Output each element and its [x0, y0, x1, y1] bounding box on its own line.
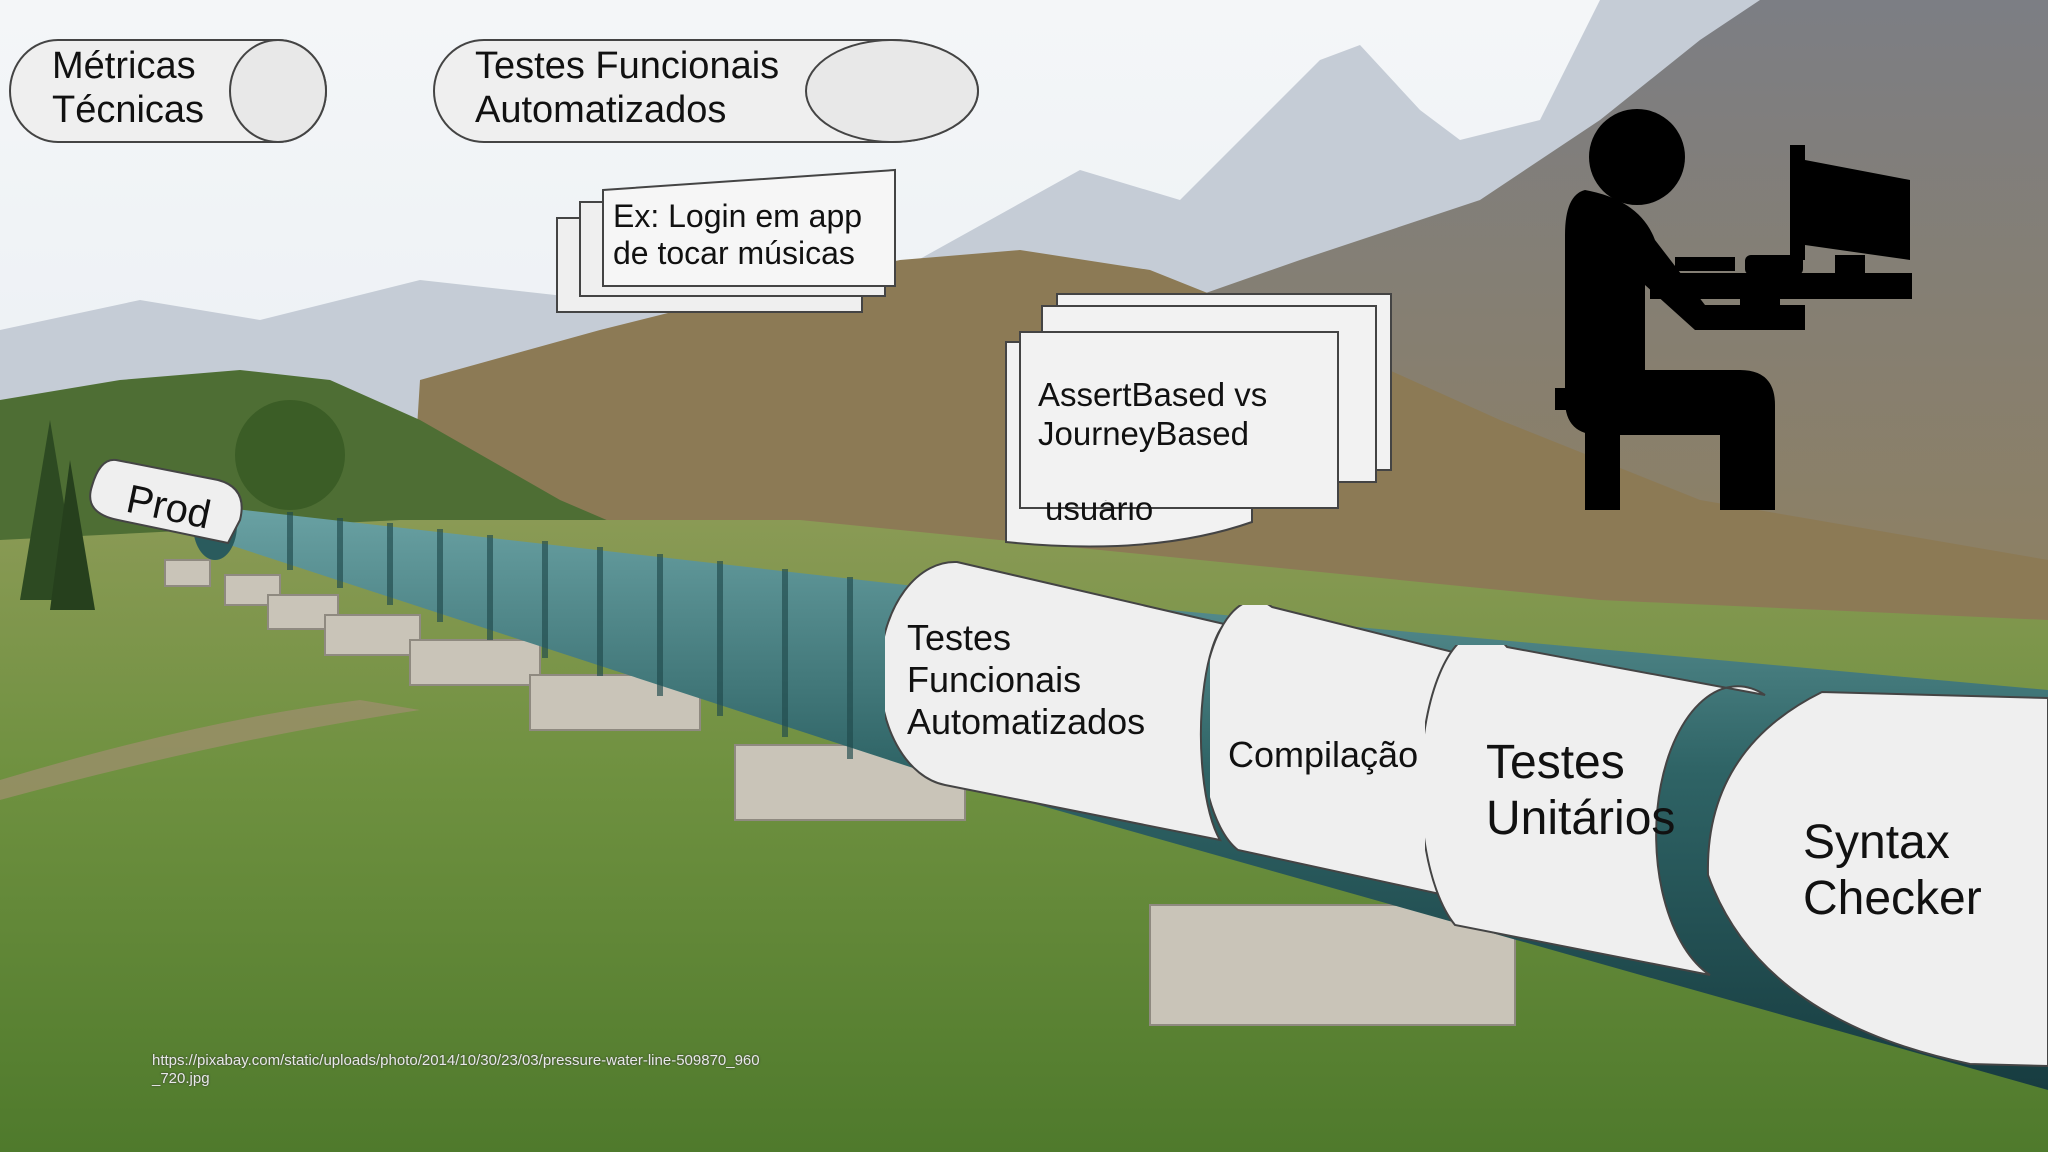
assert-journey-label: AssertBased vs JourneyBased [1038, 376, 1268, 452]
stage-testes-unitarios-label: Testes Unitários [1486, 736, 1676, 846]
usuario-fragment-label: usuário [1045, 490, 1154, 520]
stage-testes-unitarios [1425, 645, 1766, 976]
testes-funcionais-shape [433, 39, 979, 143]
person-at-computer-icon [1555, 109, 1912, 510]
stage-prod [89, 458, 243, 545]
photo-credit: https://pixabay.com/static/uploads/photo… [152, 1052, 760, 1087]
stage-testes-funcionais-label: Testes Funcionais Automatizados [907, 617, 1146, 743]
metricas-tecnicas-shape [9, 39, 327, 143]
stage-syntax-checker-label: Syntax Checker [1803, 816, 1982, 926]
metricas-tecnicas-label: Métricas Técnicas [52, 45, 205, 132]
assert-journey-note [1005, 293, 1392, 548]
login-example-note [556, 168, 896, 313]
login-example-label: Ex: Login em app de tocar músicas [613, 198, 863, 272]
stage-syntax-checker [1706, 690, 2048, 1068]
stage-compilacao-label: Compilação [1228, 734, 1419, 775]
pipe-rings [287, 512, 853, 759]
testes-funcionais-top-label: Testes Funcionais Automatizados [475, 45, 780, 132]
trees [20, 400, 345, 610]
